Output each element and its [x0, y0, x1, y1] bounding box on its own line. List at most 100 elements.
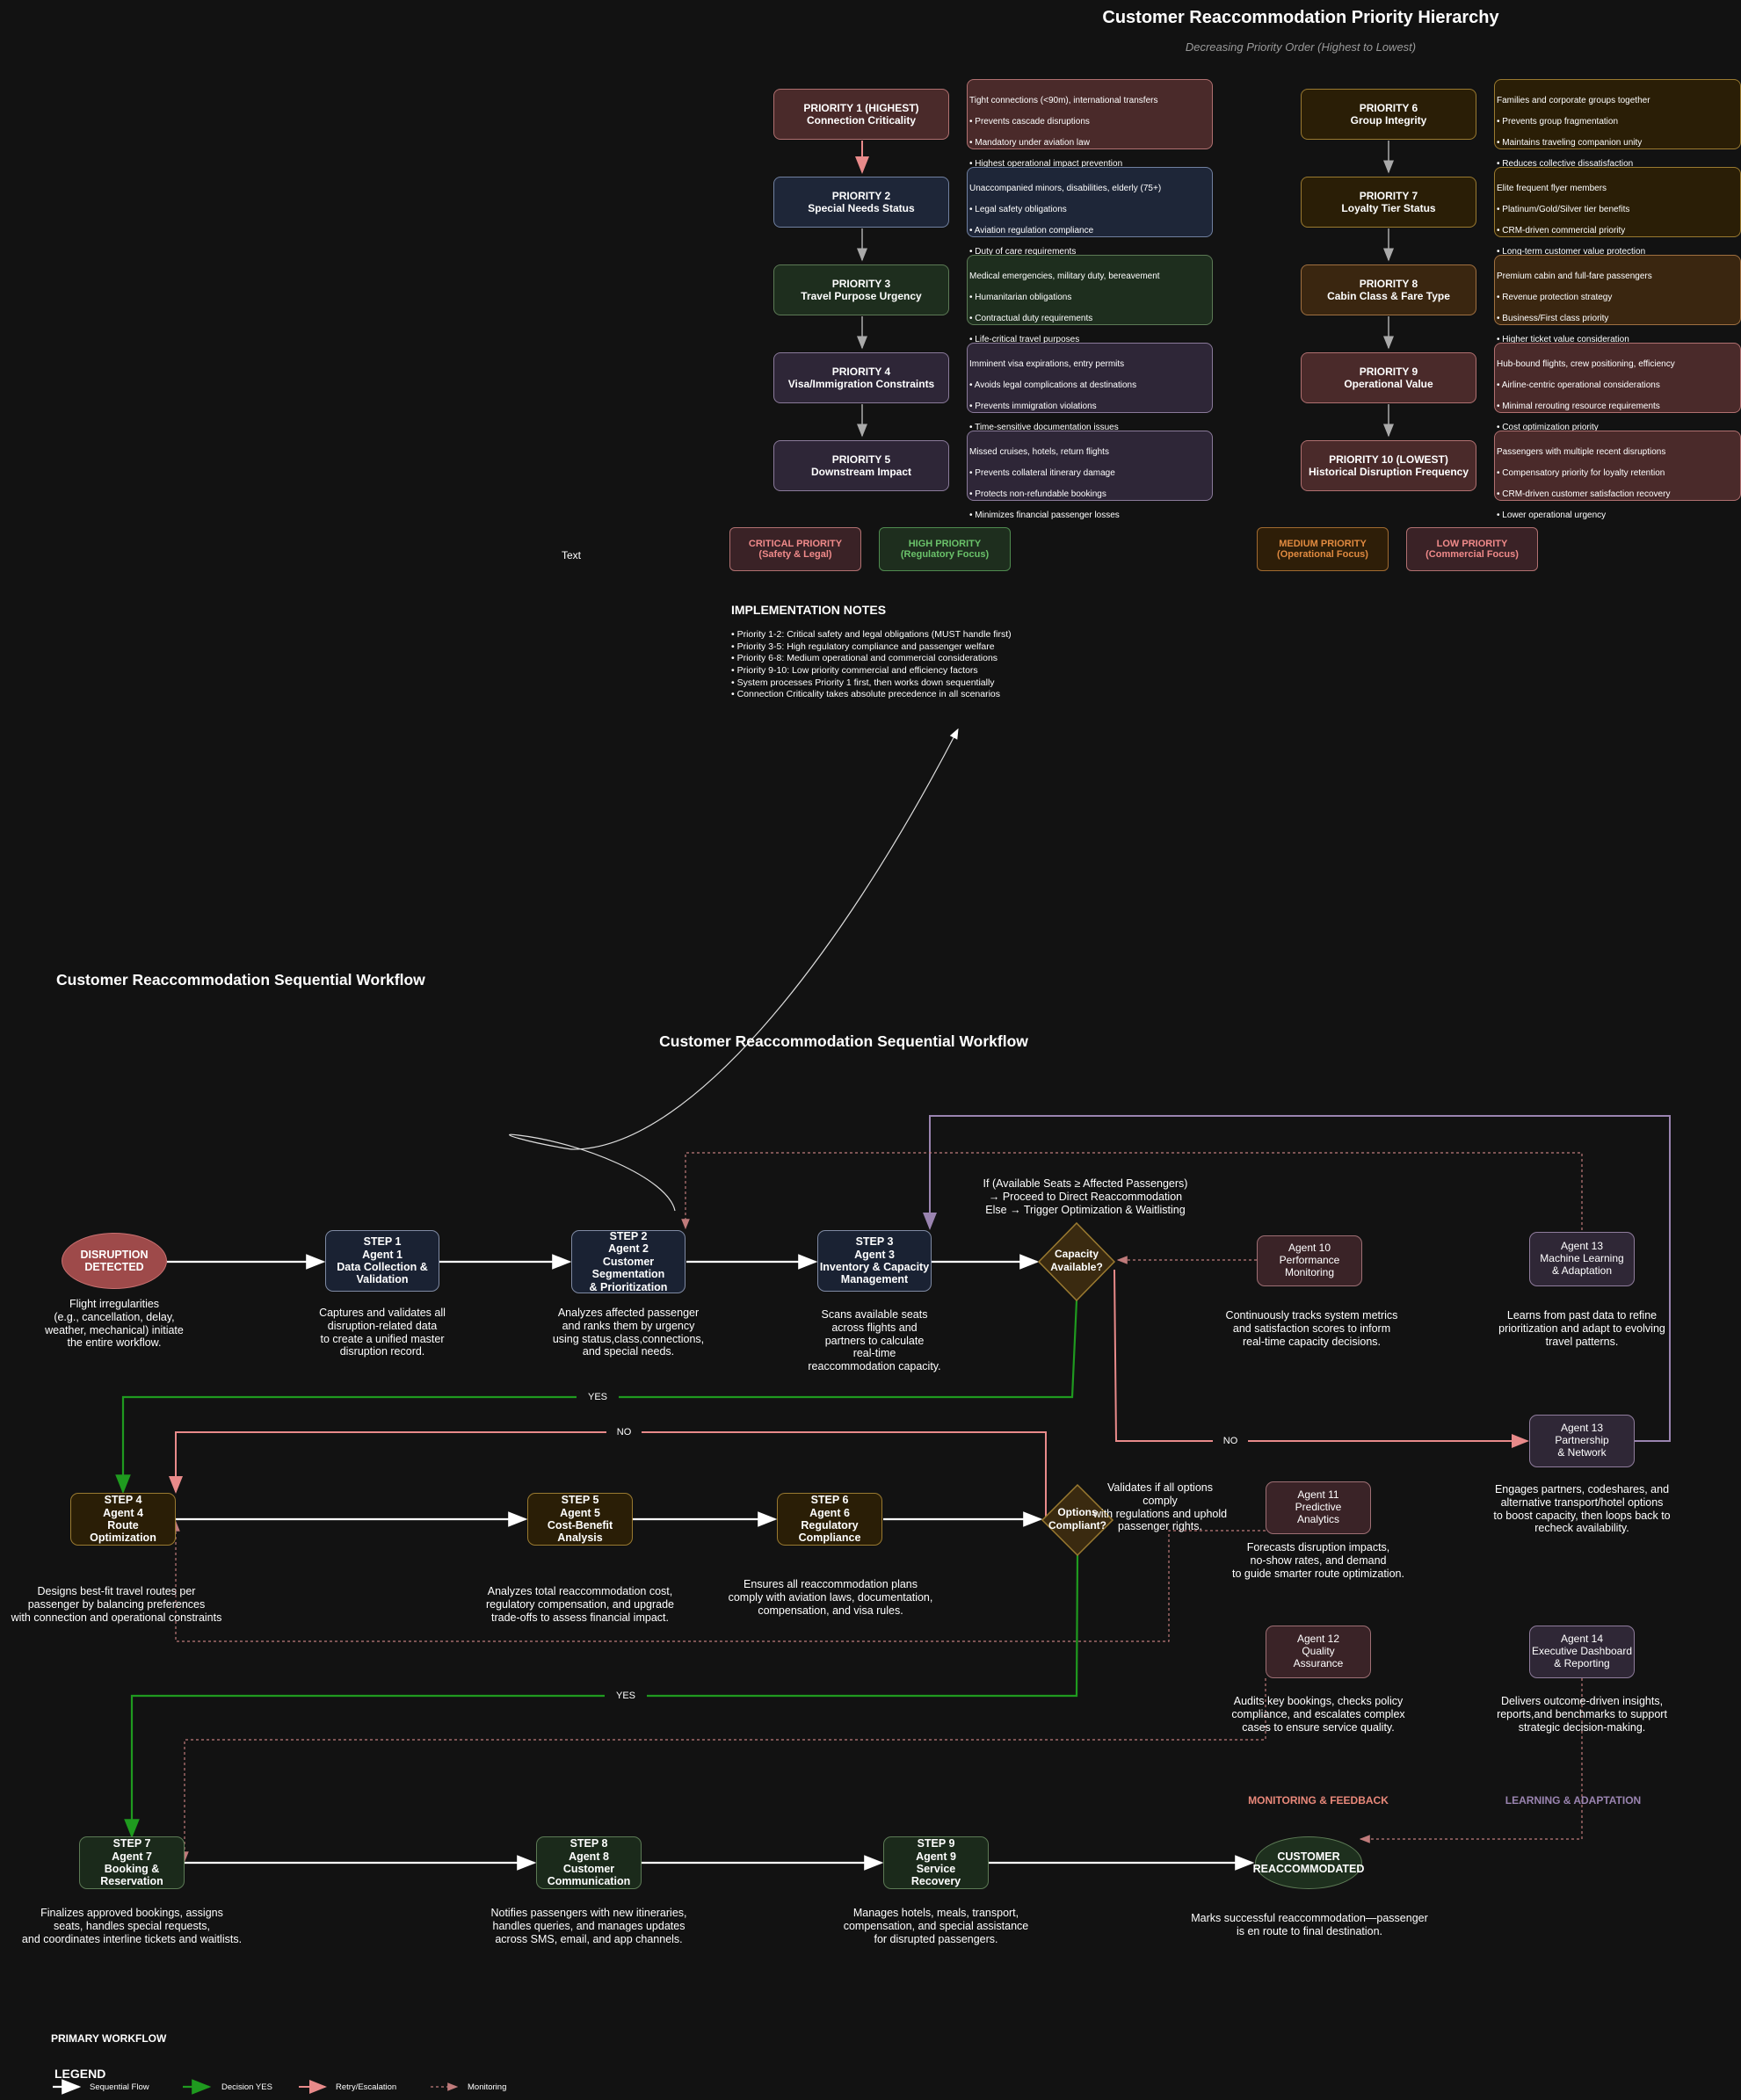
desc-head: Missed cruises, hotels, return flights	[969, 447, 1109, 457]
node-line: Agent 12	[1296, 1633, 1340, 1646]
node-line: Booking &	[104, 1863, 160, 1875]
agent-14-desc: Delivers outcome-driven insights, report…	[1497, 1695, 1667, 1734]
node-line: Optimization	[90, 1532, 156, 1545]
priority-name: Loyalty Tier Status	[1341, 202, 1436, 214]
desc-bullet: • Minimizes financial passenger losses	[969, 511, 1120, 520]
monitoring-feedback-label: MONITORING & FEEDBACK	[1248, 1794, 1389, 1807]
desc-head: Premium cabin and full-fare passengers	[1497, 272, 1652, 281]
step-5-desc: Analyzes total reaccommodation cost, reg…	[485, 1585, 675, 1624]
desc-head: Families and corporate groups together	[1497, 96, 1650, 105]
yes-path-2	[124, 1554, 1079, 1839]
node-line: STEP 9	[917, 1837, 955, 1850]
node-line: STEP 3	[855, 1235, 894, 1249]
desc-bullet: • Maintains traveling companion unity	[1497, 138, 1643, 148]
node-line: Agent 1	[362, 1248, 403, 1261]
desc-bullet: • Prevents group fragmentation	[1497, 117, 1619, 127]
step-3-desc: Scans available seats across flights and…	[808, 1308, 941, 1372]
desc-head: Unaccompanied minors, disabilities, elde…	[969, 184, 1162, 193]
tag-line: (Regulatory Focus)	[900, 549, 990, 560]
node-line: CUSTOMER	[1277, 1850, 1340, 1863]
node-line: Agent 9	[916, 1850, 956, 1863]
legend-retry-escalation: Retry/Escalation	[336, 2082, 397, 2092]
desc-bullet: • Highest operational impact prevention	[969, 159, 1123, 169]
node-line: Capacity	[1054, 1248, 1099, 1260]
priority-10-box: PRIORITY 10 (LOWEST) Historical Disrupti…	[1301, 440, 1476, 491]
node-line: Customer	[602, 1255, 655, 1268]
implementation-notes: • Priority 1-2: Critical safety and lega…	[731, 629, 1100, 701]
node-line: & Prioritization	[589, 1280, 668, 1293]
node-line: Agent 13	[1560, 1240, 1604, 1253]
tag-medium: MEDIUM PRIORITY (Operational Focus)	[1257, 527, 1389, 571]
priority-label: PRIORITY 6	[1359, 102, 1418, 114]
priority-8-box: PRIORITY 8 Cabin Class & Fare Type	[1301, 264, 1476, 315]
node-line: Analytics	[1296, 1512, 1340, 1525]
node-line: Available?	[1050, 1261, 1103, 1273]
agent-13-ml-desc: Learns from past data to refine prioriti…	[1498, 1309, 1665, 1348]
desc-bullet: • Compensatory priority for loyalty rete…	[1497, 468, 1665, 478]
priority-4-box: PRIORITY 4 Visa/Immigration Constraints	[773, 352, 949, 403]
node-line: Agent 14	[1560, 1633, 1604, 1646]
priority-1-box: PRIORITY 1 (HIGHEST) Connection Critical…	[773, 89, 949, 140]
yes-label-2: YES	[605, 1691, 647, 1703]
tag-line: (Commercial Focus)	[1425, 549, 1519, 560]
priority-label: PRIORITY 7	[1359, 190, 1418, 202]
monitor-path-ml	[681, 1152, 1583, 1230]
priority-label: PRIORITY 8	[1359, 278, 1418, 290]
node-line: STEP 1	[363, 1235, 402, 1249]
priority-2-desc: Unaccompanied minors, disabilities, elde…	[967, 167, 1213, 257]
stray-text-label[interactable]: Text	[561, 549, 581, 561]
agent-12-desc: Audits key bookings, checks policy compl…	[1231, 1695, 1405, 1734]
step-9-desc: Manages hotels, meals, transport, compen…	[843, 1907, 1029, 1945]
node-line: Agent 7	[112, 1850, 152, 1863]
priority-name: Travel Purpose Urgency	[801, 290, 922, 302]
tag-line: HIGH PRIORITY	[908, 539, 982, 549]
desc-bullet: • Prevents cascade disruptions	[969, 117, 1090, 127]
node-line: Cost-Benefit	[547, 1519, 613, 1532]
node-line: STEP 2	[609, 1230, 648, 1243]
priority-label: PRIORITY 3	[831, 278, 891, 290]
monitor-path-a11	[171, 1520, 1266, 1642]
node-line: Agent 11	[1297, 1488, 1339, 1502]
node-line: Data Collection &	[337, 1261, 428, 1273]
desc-head: Medical emergencies, military duty, bere…	[969, 272, 1160, 281]
priority-name: Downstream Impact	[810, 466, 912, 478]
priority-7-box: PRIORITY 7 Loyalty Tier Status	[1301, 177, 1476, 228]
desc-bullet: • CRM-driven customer satisfaction recov…	[1497, 489, 1671, 499]
node-line: Segmentation	[591, 1268, 665, 1281]
desc-head: Hub-bound flights, crew positioning, eff…	[1497, 359, 1675, 369]
tag-line: LOW PRIORITY	[1436, 539, 1508, 549]
desc-bullet: • Life-critical travel purposes	[969, 335, 1080, 344]
decision-compliant-shape	[1041, 1483, 1114, 1557]
tag-line: CRITICAL PRIORITY	[748, 539, 843, 549]
priority-8-desc: Premium cabin and full-fare passengers •…	[1494, 255, 1741, 344]
primary-workflow-label: PRIMARY WORKFLOW	[51, 2032, 167, 2045]
node-line: Predictive	[1295, 1501, 1342, 1514]
workflow-title-left: Customer Reaccommodation Sequential Work…	[56, 971, 425, 988]
node-line: Compliance	[798, 1532, 861, 1545]
priority-5-box: PRIORITY 5 Downstream Impact	[773, 440, 949, 491]
node-line: & Reporting	[1554, 1656, 1610, 1669]
learning-adaptation-label: LEARNING & ADAPTATION	[1505, 1794, 1642, 1807]
tag-line: (Operational Focus)	[1277, 549, 1368, 560]
monitor-path-a12	[180, 1678, 1266, 1863]
note-line: • Priority 3-5: High regulatory complian…	[731, 641, 995, 652]
